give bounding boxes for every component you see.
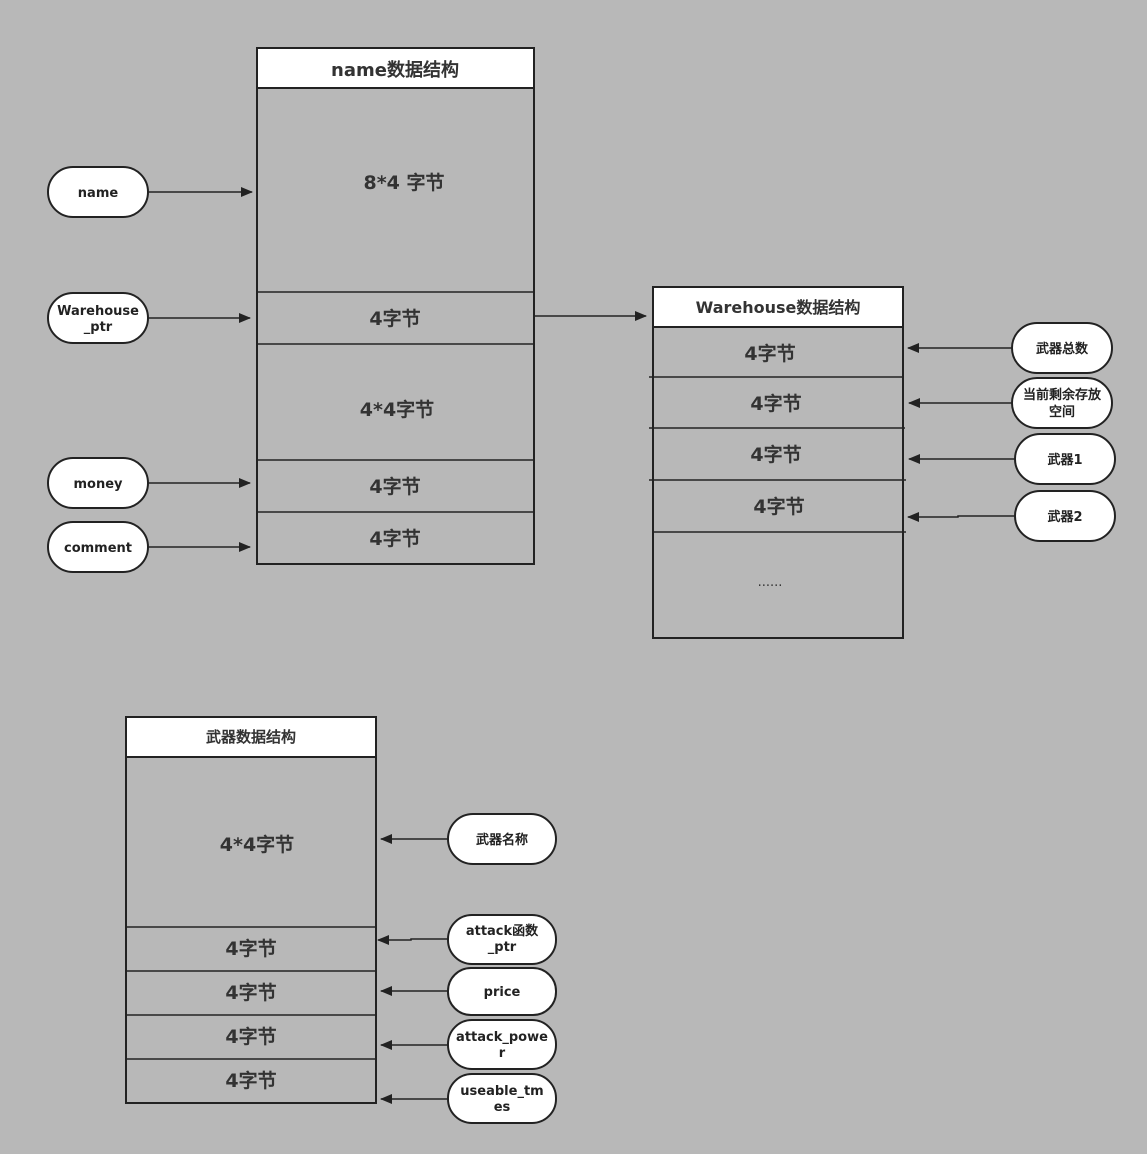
- name-field-pills: name Warehouse _ptr money comment: [47, 166, 149, 573]
- pill-price-label: price: [484, 985, 521, 1000]
- weapon-field-pills: 武器名称 attack函数 _ptr price attack_powe r u…: [447, 813, 557, 1124]
- arrow-attack-ptr: [377, 935, 448, 945]
- warehouse-struct-title: Warehouse数据结构: [696, 298, 861, 317]
- warehouse-cell-total: 4字节: [744, 342, 795, 365]
- pill-remaining-space-line2: 空间: [1049, 404, 1075, 420]
- pill-attack-ptr-line2: _ptr: [488, 940, 517, 955]
- weapon-cell-price: 4字节: [225, 981, 276, 1004]
- name-cell-unused: 4*4字节: [360, 398, 434, 421]
- pill-useable-times-line2: es: [494, 1100, 511, 1115]
- pill-name-label: name: [78, 186, 119, 201]
- pill-weapon1-label: 武器1: [1047, 452, 1082, 468]
- name-cell-name: 8*4 字节: [364, 171, 445, 194]
- warehouse-cell-remaining: 4字节: [750, 392, 801, 415]
- name-struct-title: name数据结构: [331, 59, 459, 81]
- weapon-cell-name: 4*4字节: [220, 833, 294, 856]
- name-cell-comment: 4字节: [369, 527, 420, 550]
- pill-money-label: money: [73, 477, 123, 492]
- name-struct-header: [256, 47, 535, 89]
- pill-weapon-name-label: 武器名称: [476, 832, 528, 848]
- arrow-weapon2: [907, 512, 1015, 522]
- warehouse-struct: Warehouse数据结构 4字节 4字节 4字节 4字节 ......: [649, 286, 906, 639]
- weapon-cell-attack-power: 4字节: [225, 1025, 276, 1048]
- pill-warehouse-ptr-line2: _ptr: [84, 320, 113, 335]
- weapon-struct-header: [125, 716, 377, 758]
- weapon-cell-useable-times: 4字节: [225, 1069, 276, 1092]
- weapon-cell-attack-ptr: 4字节: [225, 937, 276, 960]
- pill-weapon-total-label: 武器总数: [1036, 341, 1089, 357]
- warehouse-cell-more: ......: [758, 575, 783, 590]
- pill-warehouse-ptr-line1: Warehouse: [57, 304, 139, 319]
- warehouse-cell-weapon1: 4字节: [750, 443, 801, 466]
- warehouse-field-pills: 武器总数 当前剩余存放 空间 武器1 武器2: [1011, 322, 1116, 542]
- pill-attack-power-line1: attack_powe: [456, 1030, 548, 1045]
- name-arrows: [148, 187, 647, 552]
- warehouse-arrows: [907, 343, 1015, 522]
- name-cell-money: 4字节: [369, 475, 420, 498]
- pill-weapon2-label: 武器2: [1047, 509, 1082, 525]
- pill-useable-times-line1: useable_tm: [460, 1084, 543, 1099]
- pill-attack-power-line2: r: [499, 1046, 506, 1061]
- weapon-arrows: [377, 834, 448, 1104]
- pill-attack-ptr-line1: attack函数: [466, 923, 539, 939]
- weapon-struct: 武器数据结构 4*4字节 4字节 4字节 4字节 4字节: [125, 716, 377, 1104]
- name-cell-warehouse-ptr: 4字节: [369, 307, 420, 330]
- weapon-struct-title: 武器数据结构: [206, 728, 296, 746]
- pill-remaining-space-line1: 当前剩余存放: [1023, 387, 1102, 403]
- pill-remaining-space: [1011, 377, 1113, 429]
- name-struct: name数据结构 8*4 字节 4字节 4*4字节 4字节 4字节: [256, 47, 535, 565]
- warehouse-cell-weapon2: 4字节: [753, 495, 804, 518]
- warehouse-struct-header: [652, 286, 904, 328]
- pill-comment-label: comment: [64, 541, 132, 556]
